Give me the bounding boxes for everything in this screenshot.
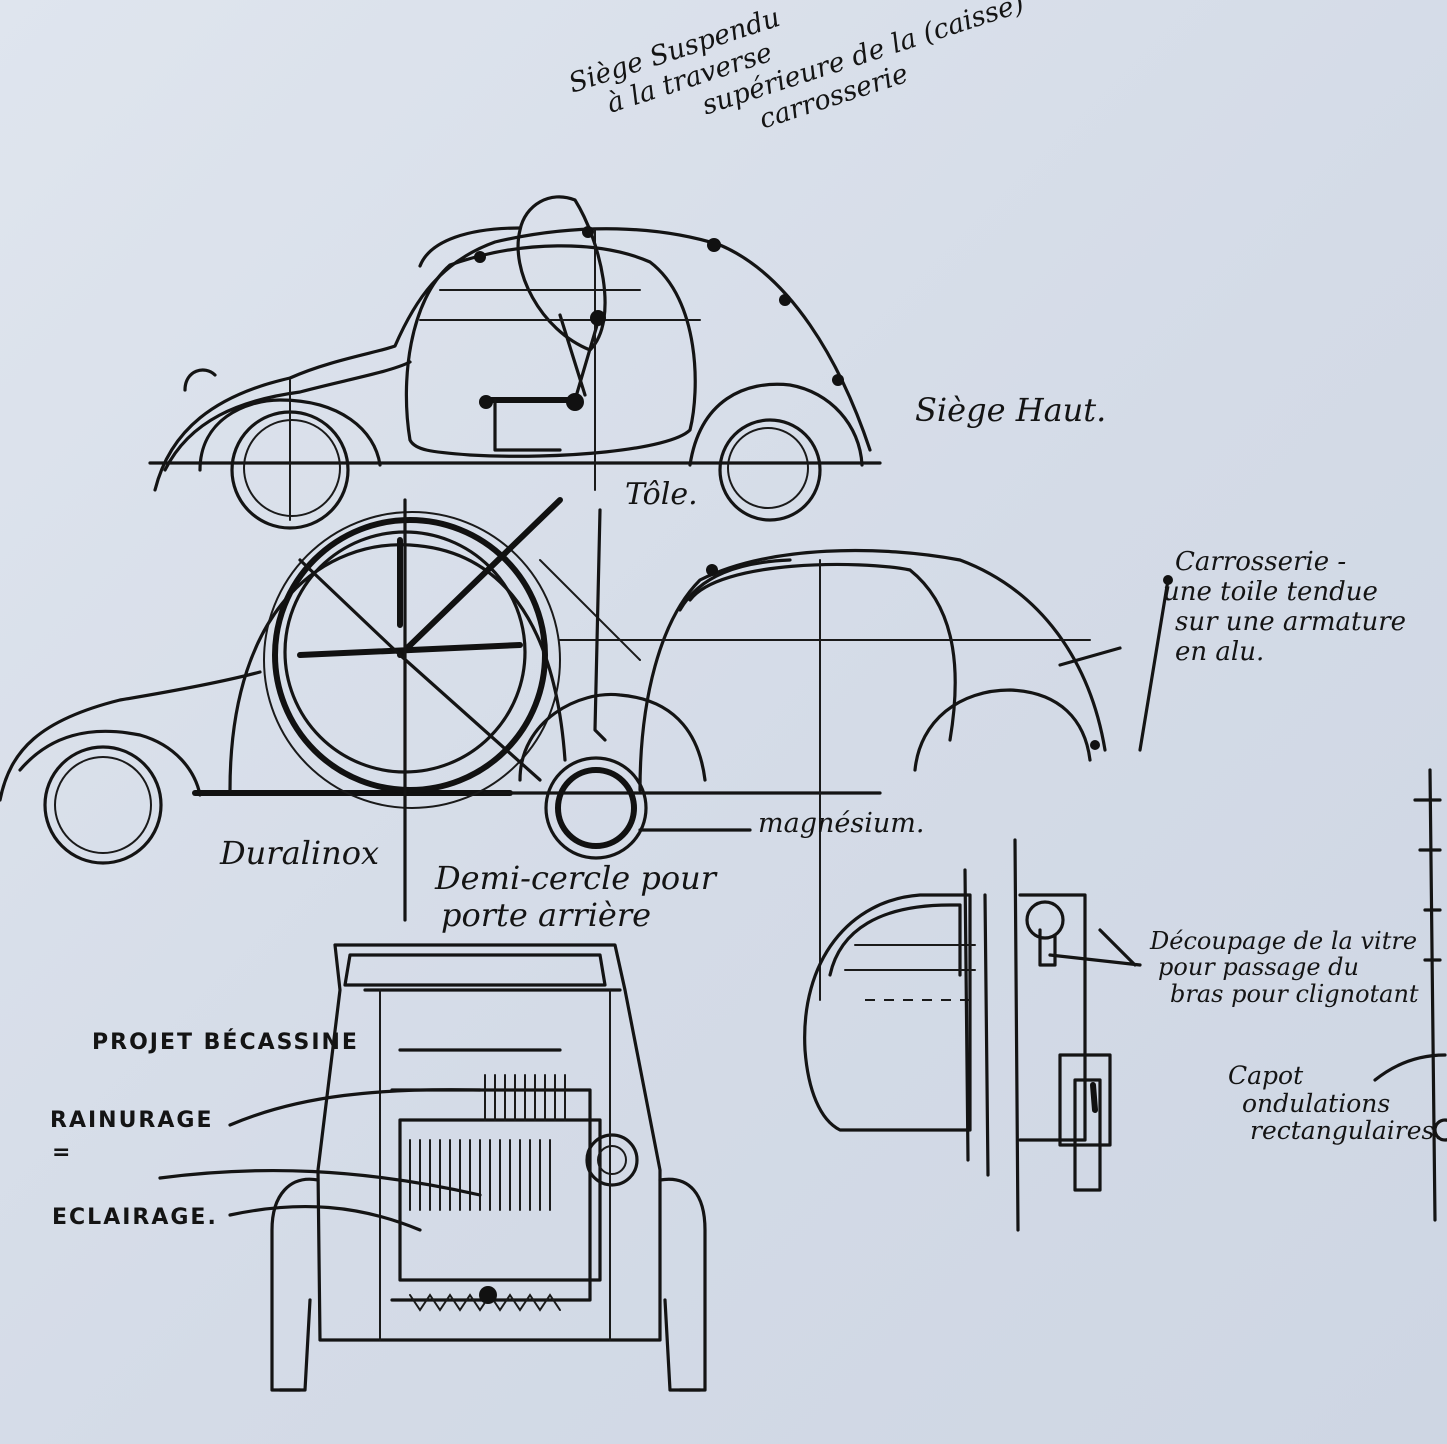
annotation-seat-high: Siège Haut. [915,391,1107,429]
car-front-view [158,943,707,1392]
annotation-lighting: ECLAIRAGE. [52,1205,218,1230]
door-detail [803,768,1447,1232]
annotation-hood: Capot ondulations rectangulaires. [1228,1061,1443,1145]
annotation-body-shell: Carrosserie - une toile tendue sur une a… [1163,547,1407,667]
car-profile-top [148,195,882,530]
car-profile-construction [0,497,1173,1001]
annotation-duralinox: Duralinox [220,834,380,872]
annotation-equals: = [52,1140,73,1165]
annotation-half-circle-door: Demi-cercle pour porte arrière [435,859,717,934]
annotation-grooves: RAINURAGE [50,1108,214,1133]
annotation-headlamp-project: PROJET BÉCASSINE [92,1030,359,1055]
annotation-toile: Tôle. [625,477,698,512]
annotation-magnesium: magnésium. [758,808,925,839]
annotation-window-cut: Découpage de la vitre pour passage du br… [1150,927,1419,1008]
